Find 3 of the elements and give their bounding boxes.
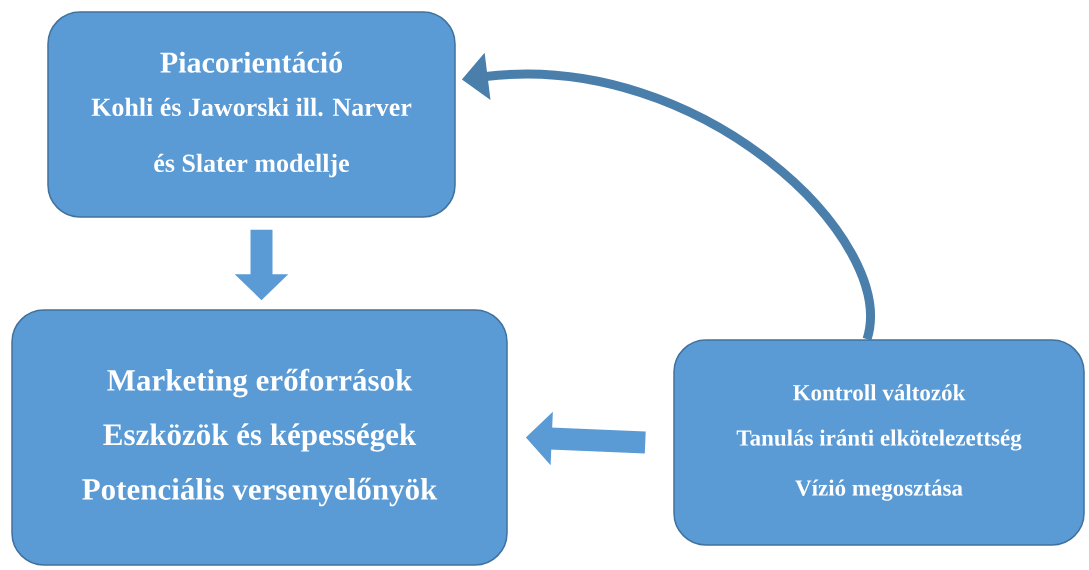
process-box: Kontroll változók Tanulás iránti elkötelezettség Vízió megosztása — [673, 339, 1085, 546]
process-box: Piacorientáció Kohli és Jaworski ill. Narver és Slater modellje — [47, 11, 456, 218]
process-box: Marketing erőforrások Eszközök és képességek Potenciális versenyelőnyök — [11, 309, 508, 566]
